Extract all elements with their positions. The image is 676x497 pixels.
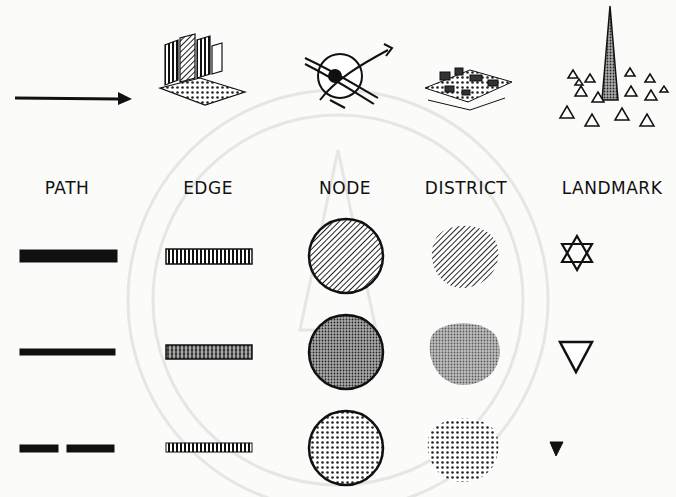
path-illustration (15, 92, 132, 105)
symbol-row-1 (20, 219, 592, 293)
element-label: LANDMARK (562, 178, 663, 198)
landmark-illustration (560, 6, 668, 126)
element-label: PATH (45, 178, 90, 198)
symbol-row-3 (20, 411, 563, 485)
element-label: EDGE (183, 178, 233, 198)
edge-illustration (160, 34, 245, 105)
district-illustration (425, 68, 512, 110)
element-label: NODE (319, 178, 371, 198)
node-illustration (305, 44, 392, 108)
element-label: DISTRICT (425, 178, 507, 198)
watermark (128, 90, 548, 497)
symbol-row-2 (20, 315, 592, 389)
